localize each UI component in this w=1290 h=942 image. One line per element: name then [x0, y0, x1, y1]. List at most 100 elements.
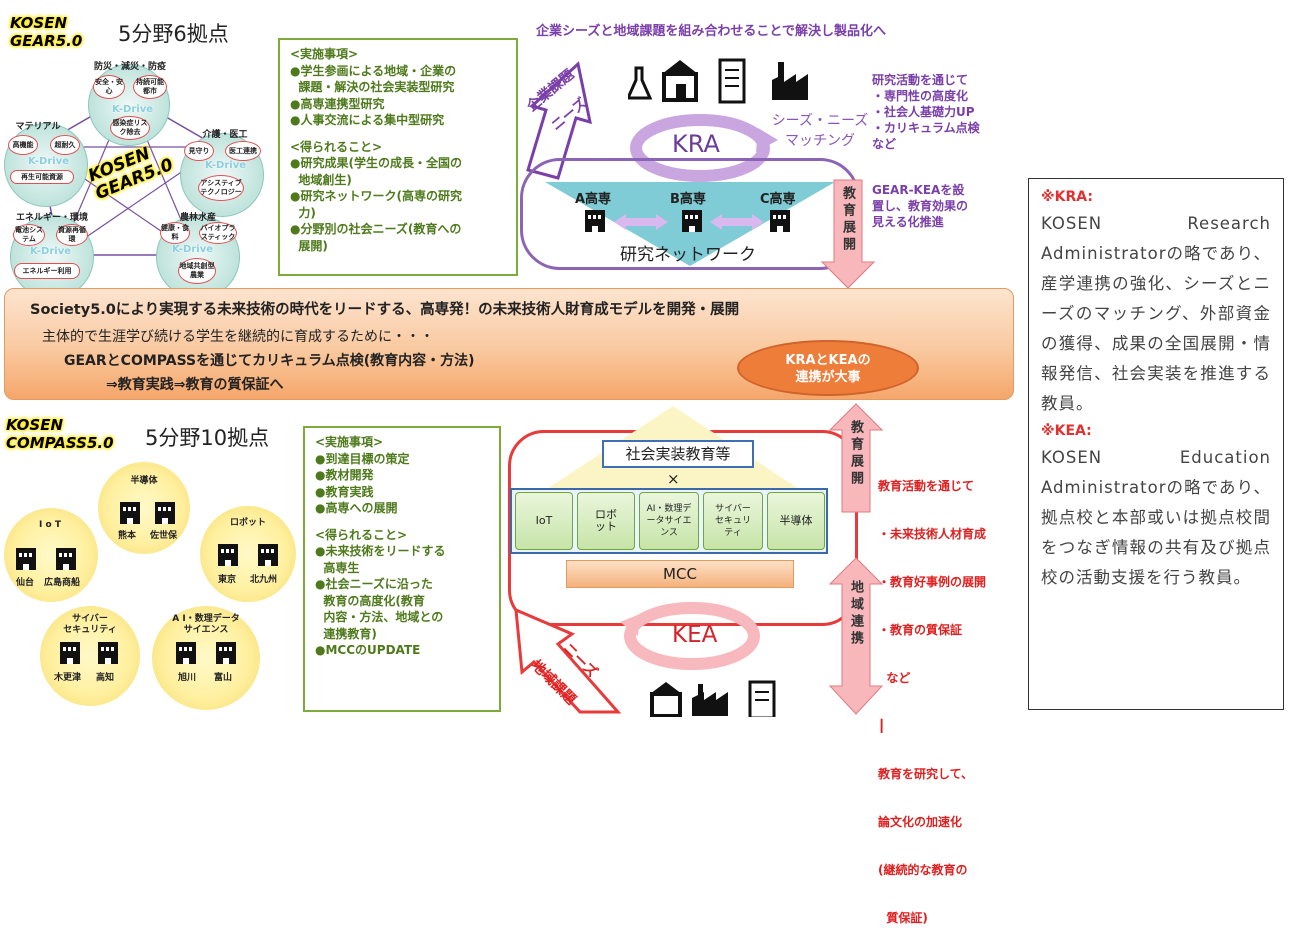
- gear-chip: 超耐久: [50, 135, 80, 155]
- kdrive-label: K-Drive: [112, 104, 153, 115]
- gear-kea-text: GEAR-KEAを設 置し、教育効果の 見える化推進: [872, 182, 968, 230]
- gear-kea-line: 見える化推進: [872, 215, 944, 229]
- school-building-icon: [155, 502, 175, 524]
- research-activity-list: 研究活動を通じて ・専門性の高度化 ・社会人基礎力UP ・カリキュラム点検 など: [872, 72, 980, 152]
- edu-line: など: [878, 671, 911, 685]
- compass-school: 旭川: [178, 673, 197, 683]
- gear-info-box: <実施事項> ●学生参画による地域・企業の 課題・解決の社会実装型研究 ●高専連…: [278, 38, 518, 276]
- social-implementation-box: 社会実装教育等: [602, 440, 754, 468]
- compass-box-line: ●教材開発: [315, 468, 374, 482]
- school-building-icon: [258, 544, 278, 566]
- research-line: ・カリキュラム点検: [872, 121, 980, 135]
- gear-brand: KOSEN GEAR5.0: [10, 14, 82, 50]
- gear-node-material-label: マテリアル: [15, 122, 61, 132]
- research-network-label: 研究ネットワーク: [620, 245, 756, 265]
- banner-line2: GEARとCOMPASSを通じてカリキュラム点検(教育内容・方法): [64, 353, 475, 369]
- gear-chip: バイオプラスティック: [199, 222, 237, 244]
- compass-field-label: A I・数理データ サイエンス: [172, 614, 240, 635]
- field-semiconductor: 半導体: [767, 492, 825, 550]
- research-line: ・社会人基礎力UP: [872, 105, 975, 119]
- field-iot: IoT: [515, 492, 573, 550]
- gear-node-agri-label: 農林水産: [179, 213, 216, 223]
- compass-field-label: I o T: [39, 520, 61, 530]
- company-needs-arrow: [526, 61, 592, 180]
- regional-collab-arrow: [828, 557, 884, 715]
- edu-line: 質保証): [878, 911, 928, 925]
- edu-line: ・教育好事例の展開: [878, 575, 987, 589]
- compass-box-line: ●MCCのUPDATE: [315, 643, 421, 657]
- gear-box-line: ●分野別の社会ニーズ(教育への: [290, 222, 462, 236]
- building-icon: [718, 58, 746, 104]
- compass-school: 仙台: [16, 578, 35, 588]
- gear-box-line: [290, 129, 506, 139]
- school-building-icon: [120, 502, 140, 524]
- education-deploy-arrow-up: [828, 403, 884, 513]
- school-b: B高専: [670, 192, 706, 207]
- oval-line1: KRAとKEAの: [785, 353, 871, 368]
- matching-line2: マッチング: [785, 133, 855, 149]
- gear-chip: 持続可能都市: [133, 75, 167, 99]
- compass-box-line: <実施事項>: [315, 435, 384, 449]
- education-activity-list: 教育活動を通じて ・未来技術人材育成 ・教育好事例の展開 ・教育の質保証 など …: [878, 446, 986, 942]
- times-symbol: ×: [667, 470, 680, 488]
- kdrive-label: K-Drive: [28, 156, 69, 167]
- definitions-sidebar: ※KRA: KOSEN Research Administratorの略であり、…: [1028, 178, 1284, 710]
- kea-cycle: [620, 602, 760, 670]
- compass-brand: KOSEN COMPASS5.0: [6, 416, 114, 452]
- school-building-icon: [56, 548, 76, 570]
- edu-line: ・未来技術人材育成: [878, 527, 987, 541]
- gear-chip: 資源再循環: [56, 224, 88, 246]
- compass-box-line: [315, 517, 489, 527]
- gear-box-line: ●研究ネットワーク(高専の研究: [290, 189, 462, 203]
- research-line: ・専門性の高度化: [872, 89, 969, 103]
- gear-chip: 再生可能資源: [10, 170, 74, 184]
- kra-kea-oval: KRAとKEAの 連携が大事: [737, 340, 919, 396]
- edu-line: (継続的な教育の: [878, 863, 968, 877]
- gear-box-line: ●人事交流による集中型研究: [290, 113, 445, 127]
- kdrive-label: K-Drive: [172, 244, 213, 255]
- kea-definition-heading: ※KEA:: [1041, 423, 1092, 439]
- gear-kea-line: GEAR-KEAを設: [872, 183, 965, 197]
- compass-node-robot: [200, 506, 296, 602]
- school-building-icon: [682, 210, 702, 232]
- factory-icon: [692, 684, 728, 716]
- school-building-icon: [98, 642, 118, 664]
- store-icon: [650, 682, 682, 717]
- school-building-icon: [585, 210, 605, 232]
- compass-school: 富山: [214, 673, 233, 683]
- kra-definition-heading: ※KRA:: [1041, 189, 1093, 205]
- compass-box-line: 高専生: [315, 560, 360, 575]
- industry-icons: [628, 58, 808, 104]
- field-ai: AI・数理データサイエンス: [639, 492, 699, 550]
- compass-school: 熊本: [118, 531, 137, 541]
- double-arrow-icons: [614, 214, 764, 230]
- compass-box-line: ●到達目標の策定: [315, 451, 410, 466]
- compass-box-line: 連携教育): [315, 626, 377, 641]
- gear-node-disaster-label: 防災・減災・防疫: [93, 62, 166, 72]
- education-deploy-arrow-down: [820, 179, 876, 289]
- compass-field-label: ロボット: [229, 518, 266, 528]
- gear-box-line: <実施事項>: [290, 47, 359, 61]
- kdrive-label: K-Drive: [205, 160, 246, 171]
- gear-brand-line1: KOSEN: [10, 14, 68, 32]
- edu-line: ・教育の質保証: [878, 623, 963, 637]
- compass-box-line: 内容・方法、地域との: [315, 610, 444, 624]
- school-a: A高専: [575, 192, 612, 207]
- school-building-icon: [16, 548, 36, 570]
- bottom-icons: [650, 680, 776, 717]
- field-cyber: サイバーセキュリティ: [703, 492, 763, 550]
- school-building-icon: [218, 544, 238, 566]
- banner-line3: ⇒教育実践⇒教育の質保証へ: [106, 377, 284, 393]
- gear-box-line: 力): [290, 205, 316, 220]
- gear-box-line: 課題・解決の社会実装型研究: [290, 80, 455, 94]
- compass-box-line: ●社会ニーズに沿った: [315, 577, 433, 591]
- banner-line1: 主体的で生涯学び続ける学生を継続的に育成するために・・・: [42, 329, 434, 345]
- kra-top-caption: 企業シーズと地域課題を組み合わせることで解決し製品化へ: [536, 24, 886, 39]
- compass-node-ai: [152, 606, 260, 710]
- regional-collab-label: 地域連携: [848, 580, 863, 648]
- gear-box-line: ●学生参画による地域・企業の: [290, 63, 457, 78]
- edu-line: 教育を研究して、: [878, 767, 974, 781]
- compass-school: 佐世保: [150, 531, 178, 541]
- gear-node-energy-label: エネルギー・環境: [15, 213, 88, 223]
- kra-cycle: [630, 114, 778, 182]
